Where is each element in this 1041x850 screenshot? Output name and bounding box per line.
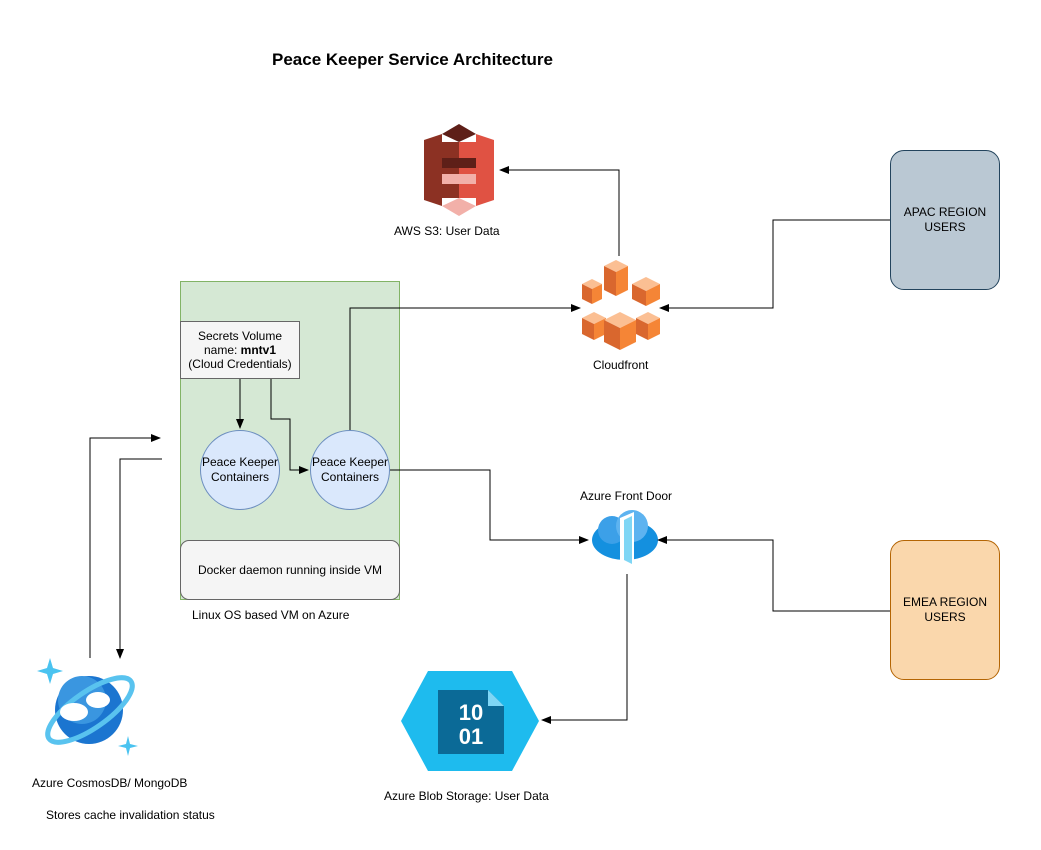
secrets-name-prefix: name: [203, 343, 241, 357]
azure-front-door-icon [592, 510, 658, 568]
peace-keeper-containers-1: Peace Keeper Containers [200, 430, 280, 510]
front-door-label: Azure Front Door [580, 489, 673, 503]
secrets-line3: (Cloud Credentials) [188, 357, 292, 371]
secrets-line1: Secrets Volume [197, 329, 283, 343]
s3-label: AWS S3: User Data [394, 224, 500, 238]
cloudfront-label: Cloudfront [593, 358, 649, 372]
edge-emea-to-front-door [657, 536, 890, 612]
pk1-label: Peace Keeper Containers [201, 455, 279, 484]
emea-region-users: EMEA REGION USERS [890, 540, 1000, 680]
secrets-name-value: mntv1 [240, 343, 277, 357]
docker-daemon: Docker daemon running inside VM [180, 540, 400, 600]
blob-glyph-top: 10 [459, 700, 483, 725]
azure-blob-storage-icon: 10 01 [401, 671, 539, 771]
diagram-title: Peace Keeper Service Architecture [272, 50, 553, 69]
edge-pk2-to-front-door [390, 469, 589, 544]
cosmos-label: Azure CosmosDB/ MongoDB [32, 776, 188, 790]
secrets-volume: Secrets Volume name: mntv1 (Cloud Creden… [180, 321, 300, 379]
peace-keeper-containers-2: Peace Keeper Containers [310, 430, 390, 510]
edge-apac-to-cloudfront [659, 219, 890, 312]
blob-glyph-bottom: 01 [459, 724, 483, 749]
edge-vm-to-cosmos [116, 458, 162, 659]
pk2-label: Peace Keeper Containers [311, 455, 389, 484]
secrets-name-line: name: mntv1 [181, 343, 299, 357]
aws-s3-icon [424, 124, 494, 216]
blob-label: Azure Blob Storage: User Data [384, 789, 549, 803]
edge-cloudfront-to-s3 [499, 166, 620, 256]
vm-label: Linux OS based VM on Azure [192, 608, 350, 622]
edge-front-door-to-blob [541, 574, 628, 724]
apac-region-users: APAC REGION USERS [890, 150, 1000, 290]
edge-cosmos-to-vm [89, 434, 161, 658]
cosmos-note: Stores cache invalidation status [46, 808, 215, 822]
azure-cosmosdb-icon [37, 658, 138, 756]
cloudfront-icon [582, 260, 660, 350]
